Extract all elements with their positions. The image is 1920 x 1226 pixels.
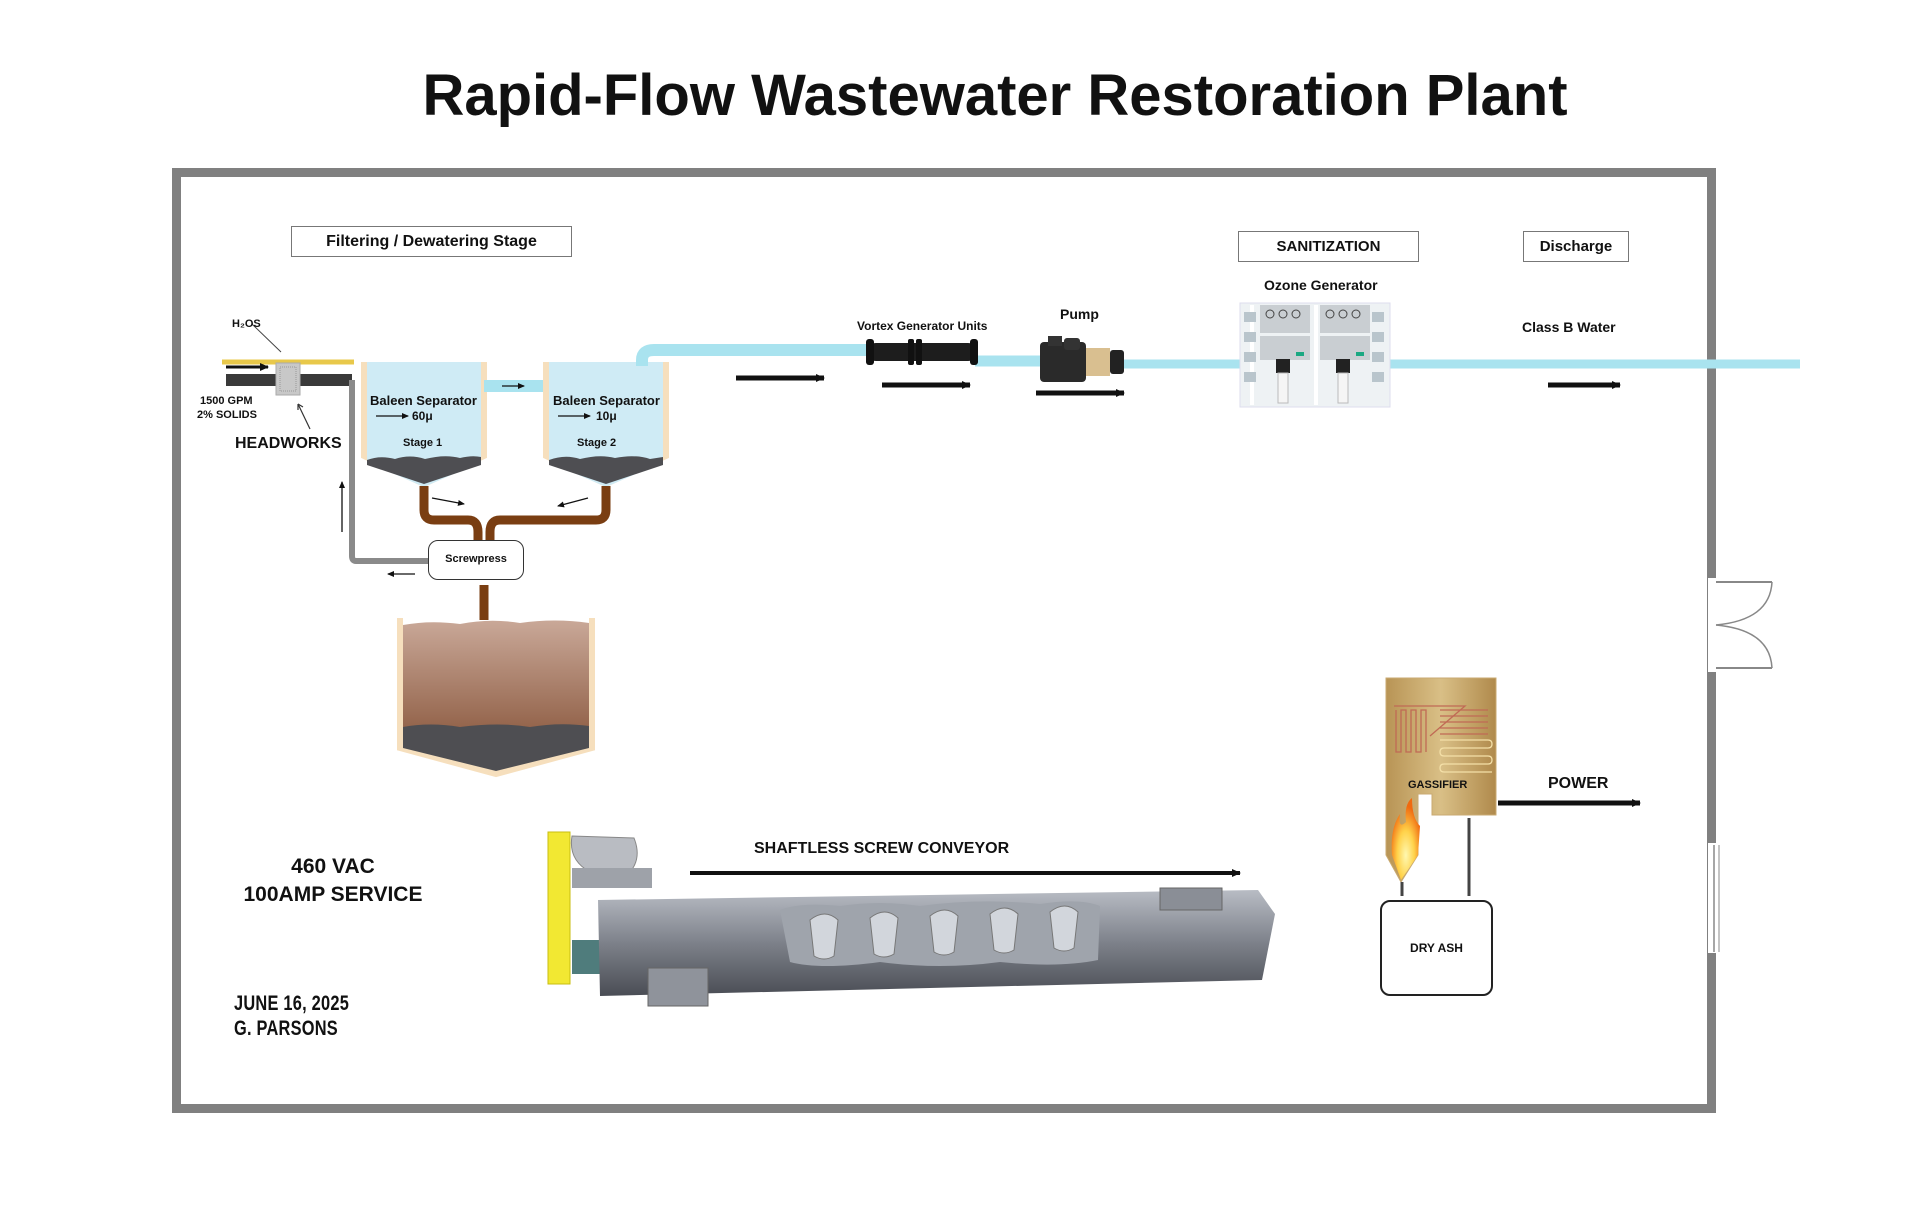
conveyor-label: SHAFTLESS SCREW CONVEYOR — [754, 840, 1010, 857]
vortex-generator-label: Vortex Generator Units — [857, 319, 988, 333]
class-b-water-label: Class B Water — [1522, 319, 1616, 335]
chemical-label: H₂OS — [232, 318, 261, 330]
ozone-generator-graphic — [1239, 302, 1391, 408]
stage-label-discharge: Discharge — [1523, 231, 1629, 262]
sludge-pipes — [419, 486, 611, 620]
water-main-pipe — [636, 344, 1800, 369]
separator-2-micron: 10μ — [596, 409, 617, 423]
separator-tank-stage-2 — [543, 362, 669, 488]
vortex-generator-graphic — [866, 339, 978, 365]
power-label: POWER — [1548, 775, 1609, 792]
screw-conveyor-graphic — [547, 831, 1275, 1007]
sludge-holding-tank — [397, 618, 595, 778]
pump-graphic — [1040, 336, 1124, 382]
gassifier-label: GASSIFIER — [1408, 779, 1468, 791]
dry-ash-box: DRY ASH — [1380, 900, 1493, 996]
ozone-generator-label: Ozone Generator — [1264, 277, 1378, 293]
diagram-title: Rapid-Flow Wastewater Restoration Plant — [422, 63, 1568, 128]
separator-1-micron: 60μ — [412, 409, 433, 423]
drawing-date: JUNE 16, 2025 — [234, 992, 350, 1015]
return-pipe — [349, 380, 432, 564]
wall-window — [1708, 843, 1720, 953]
solids-label: 2% SOLIDS — [197, 409, 257, 421]
stage-label-filtering: Filtering / Dewatering Stage — [291, 226, 572, 257]
separator-2-stage: Stage 2 — [577, 437, 617, 449]
double-door — [1708, 578, 1773, 672]
power-service-line1: 460 VAC — [291, 855, 375, 878]
stage-label-sanitization: SANITIZATION — [1238, 231, 1419, 262]
pump-label: Pump — [1060, 306, 1099, 322]
headworks-label: HEADWORKS — [235, 435, 342, 452]
power-service-line2: 100AMP SERVICE — [243, 883, 423, 906]
separator-1-stage: Stage 1 — [403, 437, 443, 449]
drawing-author: G. PARSONS — [234, 1017, 338, 1040]
flow-rate-label: 1500 GPM — [200, 395, 253, 407]
separator-tank-stage-1 — [361, 362, 487, 488]
separator-1-name: Baleen Separator — [370, 393, 477, 408]
separator-2-name: Baleen Separator — [553, 393, 660, 408]
gassifier-graphic — [1385, 677, 1497, 896]
headworks-graphic — [222, 323, 354, 430]
screwpress-box: Screwpress — [428, 540, 524, 580]
